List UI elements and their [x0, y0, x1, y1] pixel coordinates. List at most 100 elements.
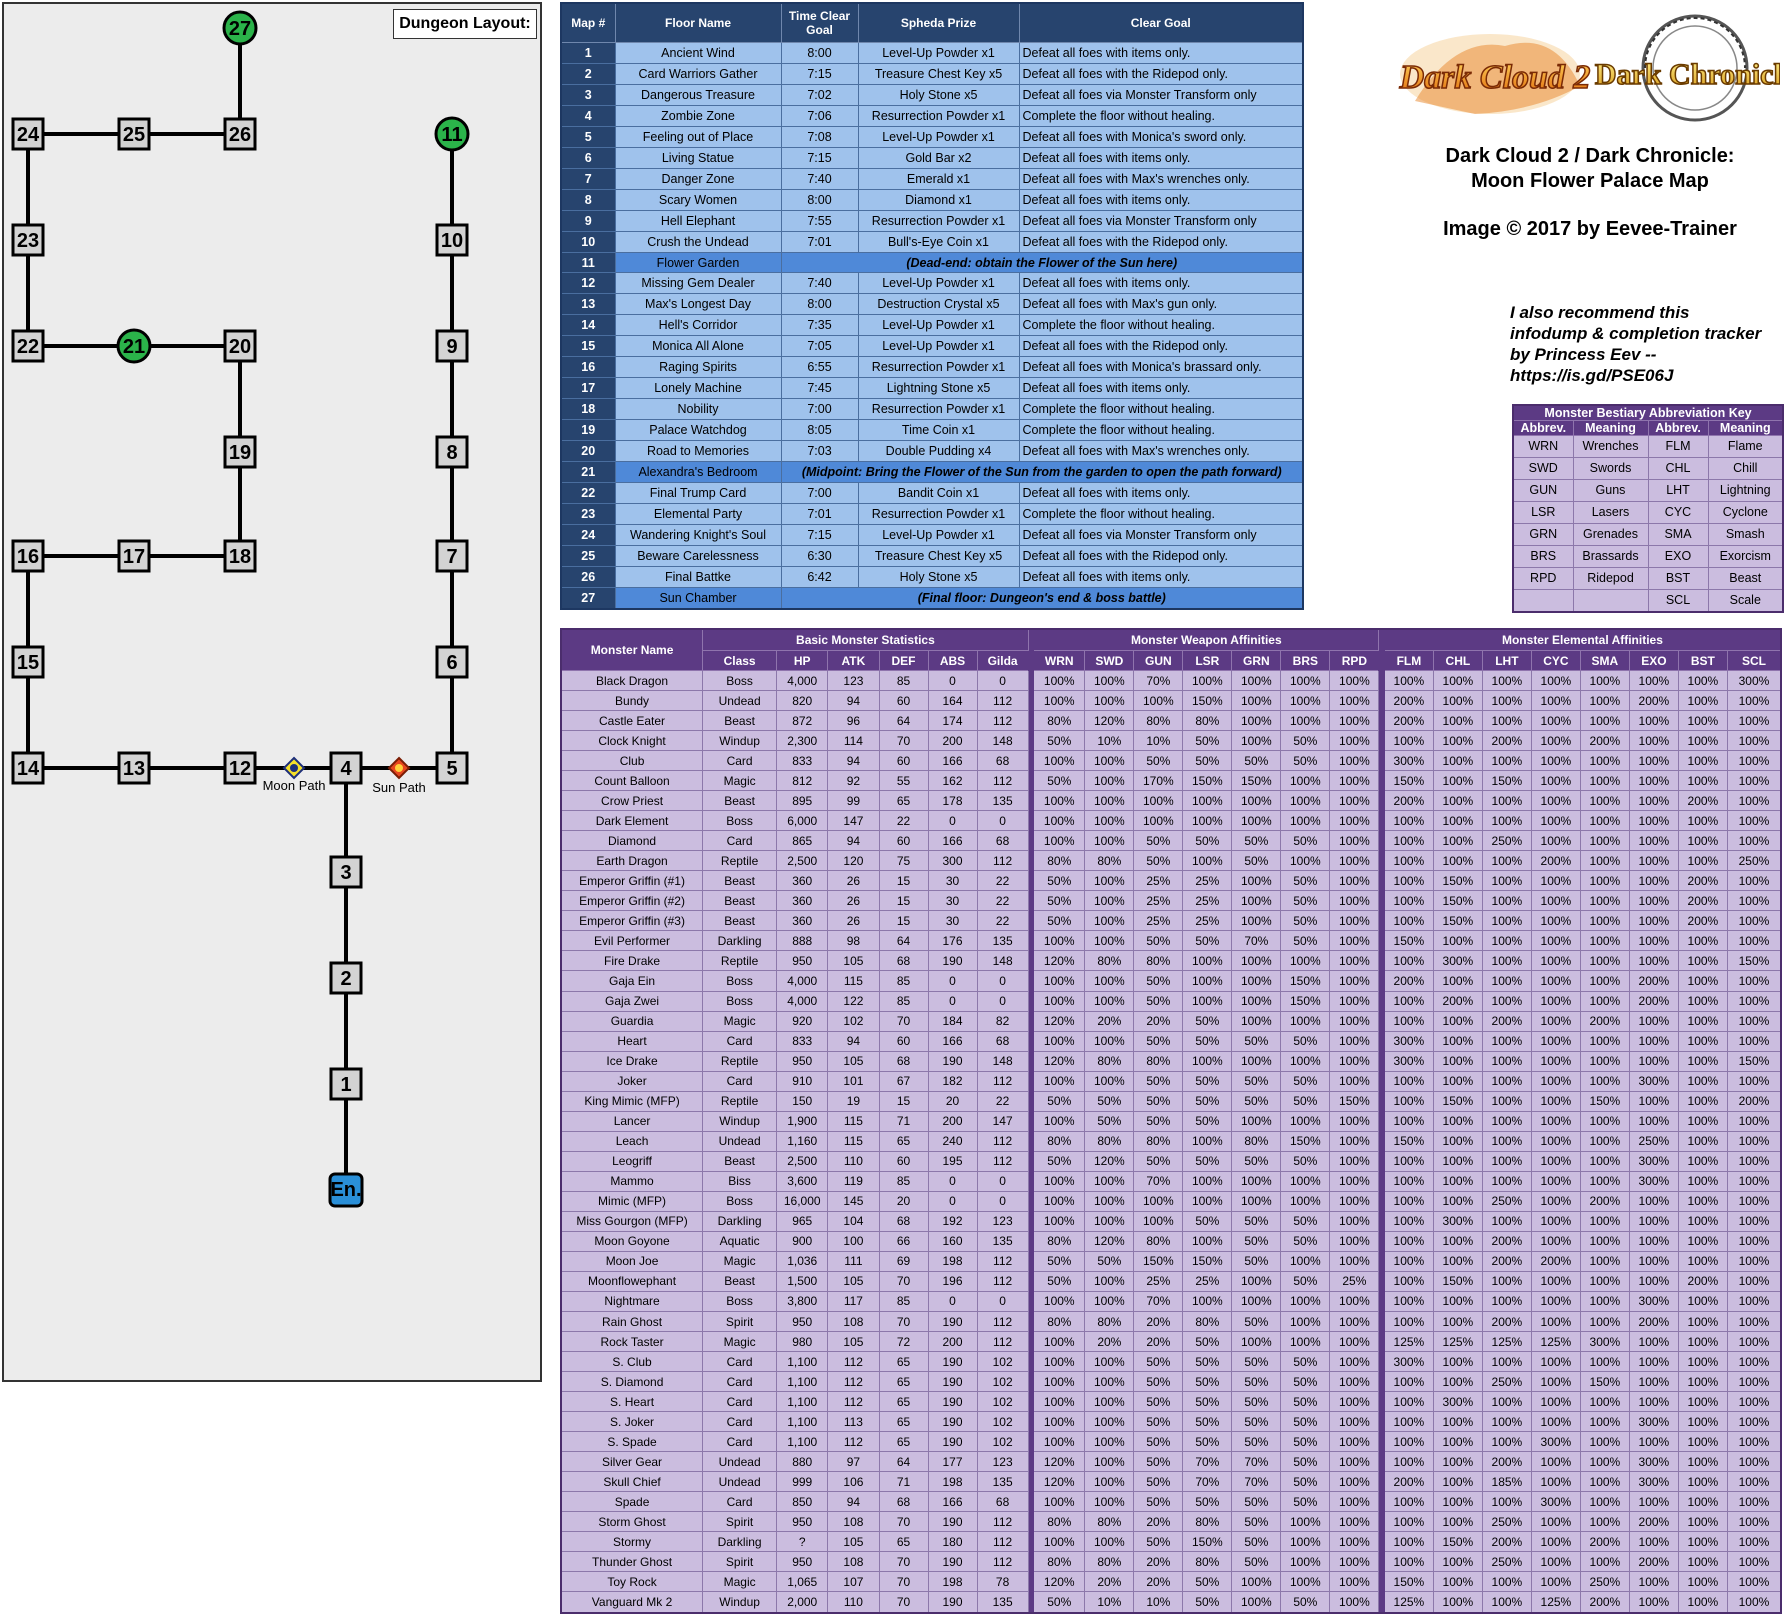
monster-affinity: 50% — [1182, 1591, 1233, 1614]
monster-affinity: 100% — [1280, 850, 1331, 872]
monster-affinity: 200% — [1432, 990, 1483, 1012]
monster-affinity: 150% — [1383, 1130, 1434, 1152]
monster-stat: 112 — [976, 1331, 1029, 1353]
abbr-key-title: Monster Bestiary Abbreviation Key — [1512, 404, 1784, 421]
monster-affinity: 100% — [1579, 810, 1630, 832]
monster-affinity: 100% — [1329, 1531, 1380, 1553]
monster-affinity: 200% — [1677, 790, 1728, 812]
monster-affinity: 200% — [1579, 1190, 1630, 1212]
monster-affinity: 100% — [1432, 1371, 1483, 1393]
floor-node-15 — [11, 645, 45, 679]
monster-affinity: 100% — [1579, 750, 1630, 772]
floor-table-panel: Map # Floor Name Time Clear Goal Spheda … — [560, 2, 1304, 610]
monster-affinity: 100% — [1579, 1551, 1630, 1573]
monster-affinity: 200% — [1726, 1090, 1782, 1112]
floor-node-11 — [434, 116, 470, 152]
monster-stat: 94 — [827, 690, 880, 712]
monster-stat: 1,100 — [776, 1371, 829, 1393]
monster-affinity: 50% — [1133, 1110, 1184, 1132]
floor-number: 8 — [560, 188, 616, 211]
monster-affinity: 100% — [1329, 950, 1380, 972]
monster-affinity: 50% — [1280, 1491, 1331, 1513]
monster-stat: 150 — [776, 1090, 829, 1112]
monster-stat: 71 — [878, 1471, 929, 1493]
floor-node-18 — [223, 539, 257, 573]
monster-affinity: 20% — [1133, 1310, 1184, 1333]
monster-affinity: 100% — [1231, 1270, 1282, 1292]
floor-time-goal: 7:06 — [780, 104, 859, 127]
monster-affinity: 100% — [1726, 1110, 1782, 1132]
monster-affinity: 50% — [1182, 830, 1233, 852]
floor-name: Zombie Zone — [614, 104, 782, 127]
monster-affinity: 100% — [1033, 1110, 1086, 1132]
monster-affinity: 100% — [1579, 1170, 1630, 1192]
monster-affinity: 100% — [1481, 1210, 1532, 1232]
monster-affinity: 100% — [1481, 850, 1532, 872]
floor-node-9 — [435, 329, 469, 363]
monster-affinity: 125% — [1432, 1331, 1483, 1353]
monster-affinity: 100% — [1033, 1531, 1086, 1553]
monster-affinity: 100% — [1084, 1391, 1135, 1413]
floor-header-floor-name: Floor Name — [614, 2, 782, 43]
monster-affinity: 100% — [1530, 1010, 1581, 1032]
abbr-meaning: Exorcism — [1707, 544, 1784, 568]
monster-class: Reptile — [702, 1090, 778, 1112]
monster-affinity: 50% — [1133, 1431, 1184, 1453]
monster-affinity: 100% — [1432, 790, 1483, 812]
monster-affinity: 100% — [1530, 1391, 1581, 1413]
monster-affinity: 100% — [1579, 990, 1630, 1012]
monster-affinity: 100% — [1084, 770, 1135, 792]
floor-clear-goal: Defeat all foes with items only. — [1018, 377, 1304, 400]
monster-affinity: 100% — [1481, 990, 1532, 1012]
monster-affinity: 70% — [1182, 1471, 1233, 1493]
monster-affinity: 80% — [1084, 1551, 1135, 1573]
monster-affinity: 50% — [1231, 830, 1282, 852]
monster-stat: 112 — [976, 770, 1029, 792]
monster-affinity: 100% — [1726, 1331, 1782, 1353]
monster-class: Beast — [702, 870, 778, 892]
monster-stat: 360 — [776, 870, 829, 892]
sun-path-label: Sun Path — [372, 780, 426, 795]
monster-affinity: 300% — [1530, 1491, 1581, 1513]
monster-affinity: 100% — [1383, 1190, 1434, 1212]
monster-stat: 60 — [878, 830, 929, 852]
monster-affinity: 100% — [1329, 1451, 1380, 1473]
monster-affinity: 100% — [1628, 810, 1679, 832]
monster-stat: 200 — [927, 1331, 978, 1353]
monster-stat: 178 — [927, 790, 978, 812]
monster-affinity: 150% — [1280, 1130, 1331, 1152]
monster-column-header: LHT — [1481, 650, 1532, 671]
floor-number: 13 — [560, 293, 616, 316]
monster-affinity: 100% — [1133, 790, 1184, 812]
monster-affinity: 100% — [1726, 1210, 1782, 1232]
monster-stat: 112 — [976, 1531, 1029, 1553]
monster-affinity: 100% — [1432, 1150, 1483, 1172]
monster-affinity: 100% — [1726, 1471, 1782, 1493]
monster-affinity: 50% — [1182, 1010, 1233, 1032]
monster-affinity: 50% — [1133, 1471, 1184, 1493]
monster-affinity: 80% — [1033, 850, 1086, 872]
floor-node-5 — [435, 751, 469, 785]
monster-affinity: 100% — [1432, 1130, 1483, 1152]
floor-name: Final Trump Card — [614, 482, 782, 504]
monster-affinity: 100% — [1628, 1391, 1679, 1413]
monster-affinity: 80% — [1084, 1050, 1135, 1072]
monster-affinity: 100% — [1579, 770, 1630, 792]
monster-affinity: 50% — [1133, 970, 1184, 992]
monster-affinity: 50% — [1231, 1230, 1282, 1252]
monster-affinity: 50% — [1182, 1331, 1233, 1353]
monster-affinity: 100% — [1677, 1471, 1728, 1493]
monster-affinity: 200% — [1677, 1270, 1728, 1292]
monster-affinity: 125% — [1530, 1331, 1581, 1353]
floor-prize: Resurrection Powder x1 — [857, 502, 1020, 525]
floor-node-label: 17 — [123, 546, 145, 568]
monster-affinity: 50% — [1280, 1371, 1331, 1393]
monster-class: Card — [702, 1411, 778, 1433]
monster-stat: 1,500 — [776, 1270, 829, 1292]
